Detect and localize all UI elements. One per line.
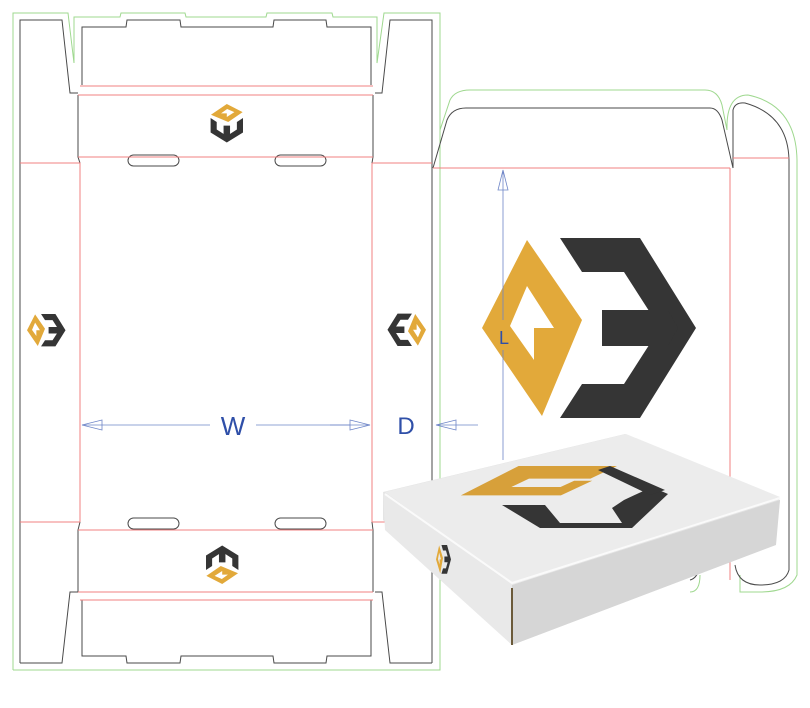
width-label: W bbox=[221, 411, 246, 441]
right-side-logo bbox=[387, 313, 426, 346]
depth-label: D bbox=[397, 413, 414, 440]
left-side-logo bbox=[27, 314, 66, 347]
length-label: L bbox=[499, 328, 509, 348]
left-fold-lines bbox=[20, 85, 432, 601]
bleed-outline-top bbox=[12, 12, 441, 671]
left-dieline bbox=[19, 19, 433, 664]
width-dimension bbox=[81, 419, 371, 431]
top-panel-logo bbox=[210, 104, 243, 143]
large-logo bbox=[482, 238, 696, 418]
length-dimension bbox=[497, 169, 509, 460]
bleed-outline-right bbox=[439, 89, 798, 593]
box-mockup bbox=[383, 434, 781, 645]
bottom-panel-logo bbox=[206, 545, 239, 584]
depth-dimension bbox=[435, 419, 478, 431]
